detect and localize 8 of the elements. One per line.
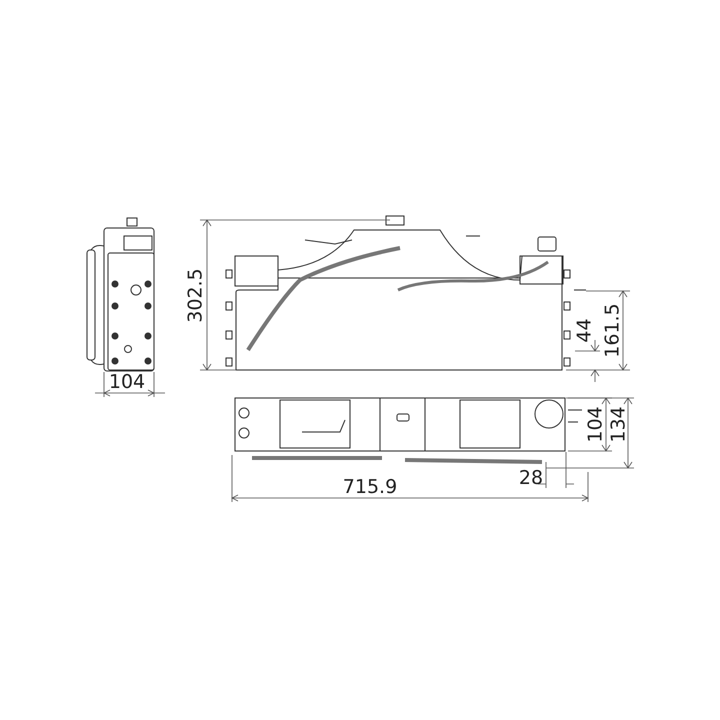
dimension-label: 28 [518,468,544,488]
dimension-label: 44 [576,318,594,342]
dimension-label: 104 [586,406,606,442]
dimension-label: 104 [108,372,146,392]
dimension-label: 715.9 [342,478,398,496]
dimension-label: 134 [610,406,628,442]
dimension-label: 161.5 [604,302,622,358]
dimension-label: 302.5 [186,268,206,322]
